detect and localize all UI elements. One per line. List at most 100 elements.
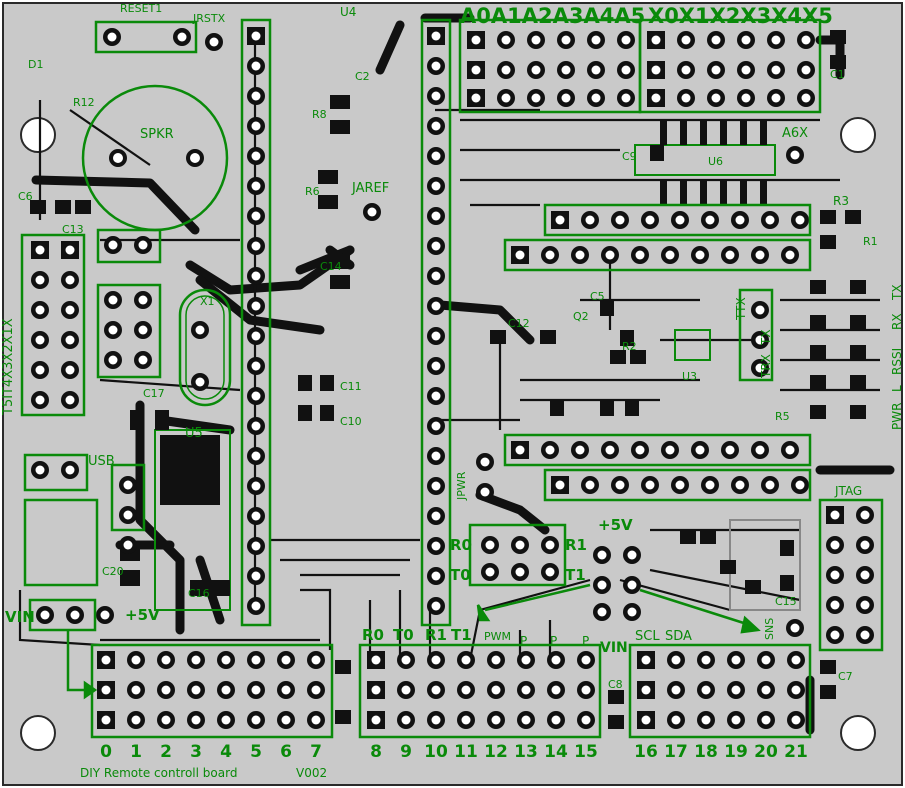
analog-header-r1-2-drill: [531, 65, 541, 75]
bottom-mid-header-r1-2-drill: [431, 685, 441, 695]
analog-header-r0-1-drill: [501, 35, 511, 45]
misc-pad-11-drill: [195, 377, 205, 387]
bottom-left-header-r1-7-drill: [311, 685, 321, 695]
label-c10: C10: [340, 415, 362, 428]
pin-number-label: 1: [130, 742, 142, 762]
bottom-right-header-r1-2-drill: [701, 685, 711, 695]
label-led-l: L: [890, 385, 904, 392]
u4-left-pin-9-drill: [251, 301, 261, 311]
u4-left-pin-2-drill: [251, 91, 261, 101]
analog-header-r2-2-drill: [531, 93, 541, 103]
smd-pads: [30, 30, 866, 729]
label-c13: C13: [62, 223, 84, 236]
shield-row-a-3-drill: [645, 215, 655, 225]
shield-row-b-2-drill: [575, 250, 585, 260]
label-u6: U6: [708, 155, 723, 168]
u4-left-pin-15-drill: [251, 481, 261, 491]
u4-left-pin-19-drill: [251, 601, 261, 611]
misc-pad-3-drill: [367, 207, 377, 217]
label-t0: T0: [393, 626, 414, 644]
x-header-r2-3-drill: [741, 93, 751, 103]
shield-row-a-8-drill: [795, 215, 805, 225]
x-header-r2-1-drill: [681, 93, 691, 103]
u4-left-pin-8-drill: [251, 271, 261, 281]
bottom-right-header-r0-5-drill: [791, 655, 801, 665]
label-c5: C5: [590, 290, 605, 303]
misc-pad-6-drill: [480, 487, 490, 497]
bottom-left-header-r1-6-drill: [281, 685, 291, 695]
bottom-left-header-r0-0-drill: [101, 655, 111, 665]
bottom-right-header-r1-1-drill: [671, 685, 681, 695]
isp-pin-2-drill: [108, 295, 118, 305]
analog-header-r0-5-drill: [621, 35, 631, 45]
bottom-mid-header-r1-4-drill: [491, 685, 501, 695]
u4-right-pin-4-drill: [431, 151, 441, 161]
bottom-right-header-r1-3-drill: [731, 685, 741, 695]
pin-number-label: 7: [310, 742, 322, 762]
isp-pin-3-drill: [138, 295, 148, 305]
pin-number-label: 15: [574, 742, 598, 762]
label-led-trx: TRX: [759, 354, 773, 379]
u4-right-pin-16-drill: [431, 511, 441, 521]
isp-pin-1-drill: [138, 240, 148, 250]
x-header-r1-3-drill: [741, 65, 751, 75]
serial-right-pin-5-drill: [65, 395, 75, 405]
misc-pad-10-drill: [195, 325, 205, 335]
isp-pin-7-drill: [138, 355, 148, 365]
shield-row-c-2-drill: [575, 445, 585, 455]
analog-header-label: A0A1A2A3A4A5: [460, 4, 645, 28]
serial-port-pin-5-drill: [545, 567, 555, 577]
header-outlines: [20, 18, 884, 739]
analog-header-r1-5-drill: [621, 65, 631, 75]
shield-row-d-2-drill: [615, 480, 625, 490]
bottom-left-header-r2-7-drill: [311, 715, 321, 725]
label-pwm: PWM: [484, 630, 511, 643]
label-c2: C2: [355, 70, 370, 83]
label-x1: X1: [200, 295, 215, 308]
x-header-r0-5-drill: [801, 35, 811, 45]
misc-pad-5-drill: [480, 457, 490, 467]
jtag-r-4-drill: [860, 630, 870, 640]
ic-u5: [160, 435, 220, 505]
u4-left-pin-13-drill: [251, 421, 261, 431]
shield-row-c-7-drill: [725, 445, 735, 455]
u4-left-pin-1-drill: [251, 61, 261, 71]
mounting-hole-tl: [20, 117, 56, 153]
bottom-mid-header-r2-3-drill: [461, 715, 471, 725]
label-c15: C15: [775, 595, 797, 608]
pin-number-label: 10: [424, 742, 448, 762]
analog-header-r1-4-drill: [591, 65, 601, 75]
bottom-mid-header-r1-6-drill: [551, 685, 561, 695]
misc-pad-1-drill: [177, 32, 187, 42]
bottom-mid-header-r2-4-drill: [491, 715, 501, 725]
label-r8: R8: [312, 108, 327, 121]
shield-row-c-5-drill: [665, 445, 675, 455]
jtag-l-4-drill: [830, 630, 840, 640]
u4-right-pin-11-drill: [431, 361, 441, 371]
bottom-right-header-r1-0-drill: [641, 685, 651, 695]
label-c6: C6: [18, 190, 33, 203]
label-c16: C16: [188, 587, 210, 600]
shield-row-d-3-drill: [645, 480, 655, 490]
shield-row-c-8-drill: [755, 445, 765, 455]
shield-row-d-1-drill: [585, 480, 595, 490]
shield-row-d-0-drill: [555, 480, 565, 490]
u4-right-pin-5-drill: [431, 181, 441, 191]
analog-header-r2-0-drill: [471, 93, 481, 103]
x-header-r2-5-drill: [801, 93, 811, 103]
label-spkr: SPKR: [140, 127, 174, 142]
x-header-r0-0-drill: [651, 35, 661, 45]
u4-right-pin-7-drill: [431, 241, 441, 251]
label-usb: USB: [88, 454, 115, 469]
shield-row-b-9-drill: [785, 250, 795, 260]
ic-u5-outline: [154, 429, 231, 611]
shield-row-a-4-drill: [675, 215, 685, 225]
pin-number-label: 18: [694, 742, 718, 762]
i2c-pin-0-drill: [597, 550, 607, 560]
x-header-r2-4-drill: [771, 93, 781, 103]
u4-right-pin-19-drill: [431, 601, 441, 611]
u4-left-pin-16-drill: [251, 511, 261, 521]
label-c20: C20: [102, 565, 124, 578]
shield-row-c-4-drill: [635, 445, 645, 455]
bottom-mid-header-r1-7-drill: [581, 685, 591, 695]
